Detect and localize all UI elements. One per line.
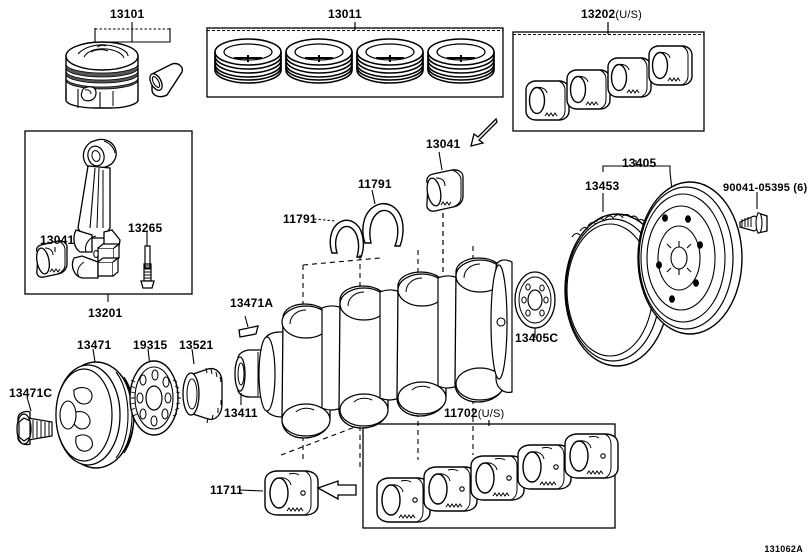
- crank-bearing-group-art: [239, 420, 619, 523]
- label-code: 11791: [283, 212, 317, 226]
- label-code: 90041-05395: [723, 182, 791, 194]
- label-suffix: (6): [790, 182, 808, 194]
- label-code: 13521: [179, 338, 214, 352]
- label-thrust-washer-upper: 11791: [358, 178, 392, 191]
- label-code: 13265: [128, 221, 163, 235]
- label-crankshaft-pulley: 13471: [77, 339, 111, 352]
- label-code: 13041: [40, 233, 75, 247]
- label-crank-bearing-us-box: 11702(U/S): [444, 407, 504, 420]
- label-code: 11791: [358, 177, 392, 191]
- label-connecting-rod-bearing: 13041: [426, 138, 460, 151]
- label-code: 13201: [88, 306, 123, 320]
- label-crankshaft: 13411: [224, 407, 258, 420]
- crankshaft-art: [234, 246, 513, 470]
- diagram-id: 131062A: [764, 544, 803, 554]
- label-code: 13411: [224, 406, 258, 420]
- thrust-washer-art: [313, 189, 404, 258]
- piston-assembly-art: [65, 22, 184, 109]
- label-connecting-rod-sub-assy: 13201: [88, 307, 122, 320]
- connecting-rod-art: [35, 138, 155, 302]
- label-code: 13405: [622, 156, 657, 170]
- label-suffix: (U/S): [615, 9, 643, 21]
- label-code: 11711: [210, 483, 244, 497]
- label-thrust-washer-lower: 11791: [283, 213, 317, 226]
- label-pulley-bolt: 13471C: [9, 387, 52, 400]
- label-code: 19315: [133, 338, 168, 352]
- label-rod-bearing-us-box: 13202(U/S): [581, 8, 642, 21]
- label-code: 13011: [328, 7, 362, 21]
- label-code: 13471: [77, 338, 112, 352]
- label-crankshaft-key: 13471A: [230, 297, 273, 310]
- label-code: 13453: [585, 179, 620, 193]
- piston-ring-set-art: [214, 22, 495, 84]
- label-connecting-rod-bolt: 13265: [128, 222, 162, 235]
- label-code: 13041: [426, 137, 461, 151]
- label-code: 13101: [110, 7, 145, 21]
- label-code: 11702: [444, 406, 478, 420]
- label-code: 13471A: [230, 296, 274, 310]
- label-flywheel-spacer: 13405C: [515, 332, 558, 345]
- rod-bearing-set-art: [525, 22, 693, 121]
- label-piston-ring-set: 13011: [328, 8, 362, 21]
- label-flywheel-sub-assy: 13405: [622, 157, 656, 170]
- label-ring-gear: 13453: [585, 180, 619, 193]
- label-crankshaft-bearing: 11711: [210, 484, 243, 497]
- rod-bearing-callout-art: [426, 117, 498, 300]
- label-code: 13471C: [9, 386, 53, 400]
- label-flywheel-bolt: 90041-05395 (6): [723, 182, 807, 194]
- label-suffix: (U/S): [477, 408, 505, 420]
- label-crankshaft-timing-sprocket: 19315: [133, 339, 167, 352]
- flywheel-group-art: [514, 160, 768, 367]
- label-piston-assembly: 13101: [110, 8, 144, 21]
- label-connecting-rod-bearing-box: 13041: [40, 234, 74, 247]
- pulley-group-art: [16, 348, 223, 469]
- label-oil-pump-drive-rotor: 13521: [179, 339, 213, 352]
- label-code: 13405C: [515, 331, 559, 345]
- label-code: 13202: [581, 7, 616, 21]
